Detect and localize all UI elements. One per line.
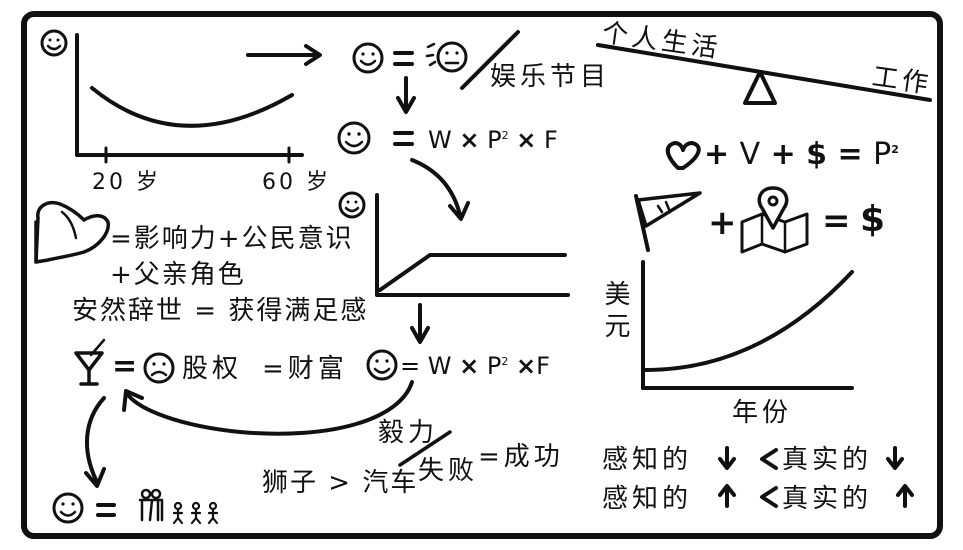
chart-x-label: 年份 <box>732 398 793 428</box>
love-formula: + V + $ = P2 <box>704 137 899 172</box>
perception-row-2-marks <box>720 486 912 506</box>
formula-smiley-top <box>339 123 412 153</box>
chart-y-label: 美元 <box>600 280 630 344</box>
seesaw-right-label: 工作 <box>870 61 934 101</box>
up-arrow-icon <box>720 486 734 506</box>
grit-label: 毅力 <box>378 418 439 448</box>
slash-line <box>462 32 518 88</box>
up-arrow-icon <box>898 486 912 506</box>
formula-bottom: = W × P2 ×F <box>400 352 550 380</box>
less-than-icon <box>762 450 776 468</box>
map-pin-icon <box>742 188 807 252</box>
smiley-icon <box>42 31 66 55</box>
wealth-label: =财富 <box>262 354 348 384</box>
down-arrow-icon <box>720 448 734 468</box>
map-plus: + <box>708 203 737 243</box>
dollars-years-chart <box>643 262 852 388</box>
return-arrow <box>128 382 412 434</box>
lion-car-label: 狮子 > 汽车 <box>262 468 419 498</box>
couple-icon <box>140 490 162 520</box>
age-end-label: 60 岁 <box>262 170 331 195</box>
perceived-label-2: 感知的 <box>602 484 693 514</box>
seesaw-balance <box>598 45 930 103</box>
influence-line-3: 安然辞世 = 获得满足感 <box>72 296 369 326</box>
failure-label: 失败 <box>418 456 479 486</box>
equity-label: 股权 <box>182 354 243 384</box>
smiley-eq-face <box>354 32 518 88</box>
map-result: $ <box>860 199 886 240</box>
wealth-equals: = <box>112 349 138 384</box>
entertainment-label: 娱乐节目 <box>490 62 611 92</box>
happiness-age-chart <box>42 31 302 162</box>
real-label-1: 真实的 <box>782 445 873 475</box>
perception-row-1-marks <box>720 448 902 468</box>
formula-smiley-bottom <box>368 351 396 379</box>
down-arrow-icon <box>888 448 902 468</box>
success-label: =成功 <box>478 442 564 472</box>
less-than-icon <box>762 488 776 506</box>
pennant-icon <box>636 193 700 250</box>
real-label-2: 真实的 <box>782 484 873 514</box>
cocktail-icon <box>76 340 104 384</box>
heart-icon <box>668 143 699 168</box>
age-start-label: 20 岁 <box>92 170 161 195</box>
family-smiley <box>54 490 217 523</box>
influence-line-1: =影响力+公民意识 <box>110 224 354 254</box>
children-icon <box>174 503 217 523</box>
plateau-chart <box>340 193 568 295</box>
muscle-arm-icon <box>36 203 108 262</box>
frame-border <box>24 14 940 536</box>
frown-face-icon <box>145 354 173 382</box>
influence-line-2: +父亲角色 <box>110 260 246 290</box>
formula-top: W × P2 × F <box>428 126 558 154</box>
distracted-face-icon <box>438 43 466 71</box>
u-curve <box>92 88 292 126</box>
perceived-label-1: 感知的 <box>602 445 693 475</box>
map-equals: = <box>822 201 851 241</box>
strike-line <box>400 432 450 465</box>
